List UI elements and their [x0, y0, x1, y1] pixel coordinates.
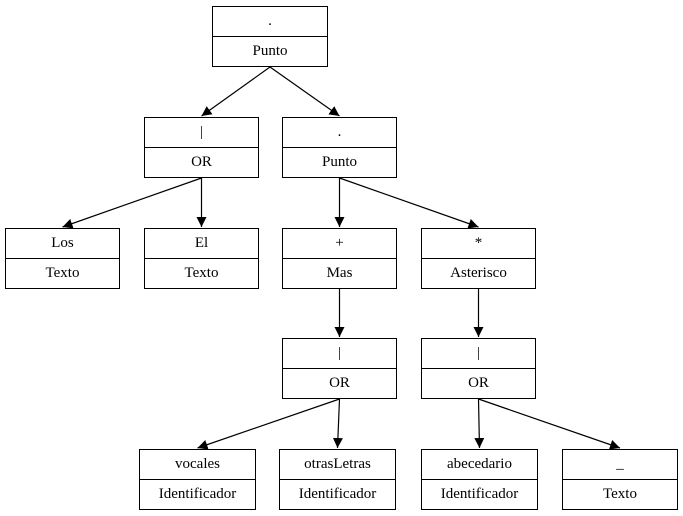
node-type: OR — [191, 153, 212, 170]
node-symbol: | — [145, 118, 258, 148]
node-type: Texto — [603, 485, 637, 502]
node-symbol: . — [283, 118, 396, 148]
tree-node-punto: . Punto — [212, 6, 328, 67]
tree-node-asterisco: * Asterisco — [421, 228, 536, 289]
node-type: Identificador — [158, 485, 237, 502]
edge-arrow — [478, 398, 621, 450]
edge-arrow — [201, 66, 271, 117]
node-type: Texto — [45, 264, 80, 281]
node-type: Asterisco — [450, 264, 507, 281]
edge-arrow — [62, 177, 202, 229]
node-symbol: + — [283, 229, 396, 259]
edge-arrow — [269, 66, 340, 117]
node-type: Mas — [326, 264, 353, 281]
node-type: Punto — [252, 42, 288, 59]
tree-node-punto: . Punto — [282, 117, 397, 178]
node-symbol: | — [422, 339, 535, 369]
node-symbol: Los — [6, 229, 119, 259]
node-type: Texto — [184, 264, 219, 281]
node-type: OR — [329, 374, 350, 391]
edge-arrow — [339, 177, 479, 229]
node-type: Punto — [321, 153, 357, 170]
node-symbol: abecedario — [422, 450, 537, 480]
node-symbol: El — [145, 229, 258, 259]
edge-arrow — [474, 398, 485, 449]
node-symbol: * — [422, 229, 535, 259]
node-type: Identificador — [440, 485, 519, 502]
edge-arrow — [197, 398, 340, 450]
node-symbol: . — [213, 7, 327, 37]
node-symbol: | — [283, 339, 396, 369]
node-symbol: _ — [563, 450, 677, 480]
edge-arrow — [332, 398, 343, 449]
tree-node-or: | OR — [144, 117, 259, 178]
tree-node-or: | OR — [421, 338, 536, 399]
node-type: OR — [468, 374, 489, 391]
tree-node-mas: + Mas — [282, 228, 397, 289]
tree-node-texto: _ Texto — [562, 449, 678, 510]
node-symbol: otrasLetras — [280, 450, 395, 480]
node-type: Identificador — [298, 485, 377, 502]
tree-node-or: | OR — [282, 338, 397, 399]
node-symbol: vocales — [140, 450, 255, 480]
